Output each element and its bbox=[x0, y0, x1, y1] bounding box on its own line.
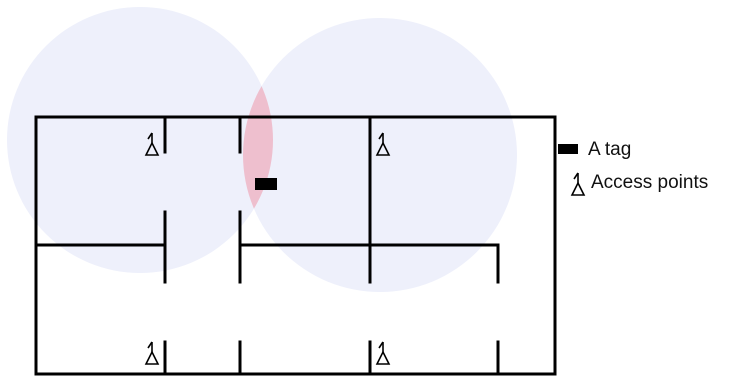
tag-icon bbox=[255, 178, 277, 190]
coverage-areas bbox=[7, 7, 517, 292]
access-point-icon bbox=[144, 341, 160, 365]
access-point-icon bbox=[144, 132, 160, 156]
access-point-icon bbox=[375, 341, 391, 365]
access-point-icon bbox=[375, 132, 391, 156]
coverage-circle-left bbox=[7, 7, 273, 273]
legend: A tag Access points bbox=[558, 139, 708, 196]
legend-tag-label: A tag bbox=[588, 139, 631, 160]
legend-access-point-label: Access points bbox=[591, 172, 708, 193]
legend-tag-icon bbox=[558, 144, 578, 154]
building-walls bbox=[34, 115, 557, 376]
legend-access-point-icon bbox=[570, 172, 586, 196]
